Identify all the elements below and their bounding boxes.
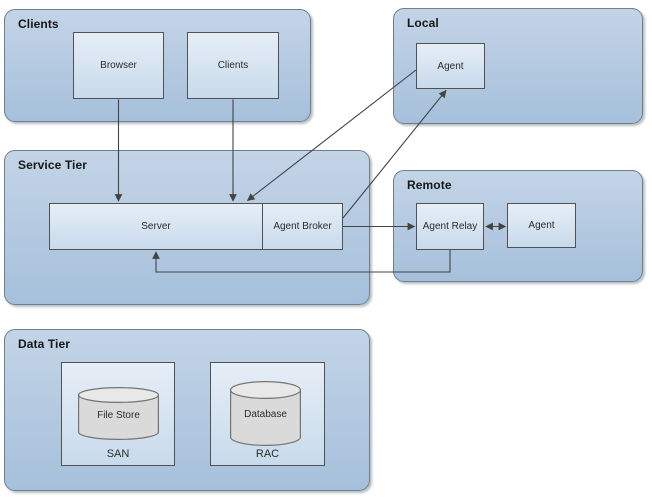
remote-agent-node-label: Agent	[528, 220, 555, 231]
local-agent-node-label: Agent	[437, 60, 464, 72]
database-label: Database	[244, 409, 287, 420]
file-store-label: File Store	[97, 410, 140, 421]
agent-broker-node-label: Agent Broker	[273, 221, 332, 232]
server-node-label: Server	[141, 221, 171, 232]
remote-container-label: Remote	[407, 178, 452, 192]
local-agent-node: Agent	[416, 43, 485, 89]
data-tier-container-label: Data Tier	[18, 337, 71, 351]
server-node: Server	[49, 203, 263, 250]
browser-node: Browser	[73, 32, 164, 99]
agent-relay-node: Agent Relay	[416, 203, 484, 250]
rac-label: RAC	[255, 448, 280, 460]
database-cylinder-icon: Database	[229, 381, 302, 446]
service-tier-container-label: Service Tier	[18, 158, 88, 172]
cylinder-shape	[77, 386, 160, 440]
clients-node-label: Clients	[217, 60, 249, 71]
clients-container-label: Clients	[18, 17, 59, 31]
agent-broker-node: Agent Broker	[262, 203, 343, 250]
local-container-label: Local	[407, 16, 439, 30]
browser-node-label: Browser	[100, 60, 137, 71]
clients-node: Clients	[187, 32, 279, 99]
file-store-cylinder-icon: File Store	[77, 386, 160, 440]
cylinder-shape	[229, 381, 302, 446]
agent-relay-node-label: Agent Relay	[422, 221, 478, 232]
san-label: SAN	[106, 448, 130, 460]
remote-agent-node: Agent	[507, 203, 576, 248]
